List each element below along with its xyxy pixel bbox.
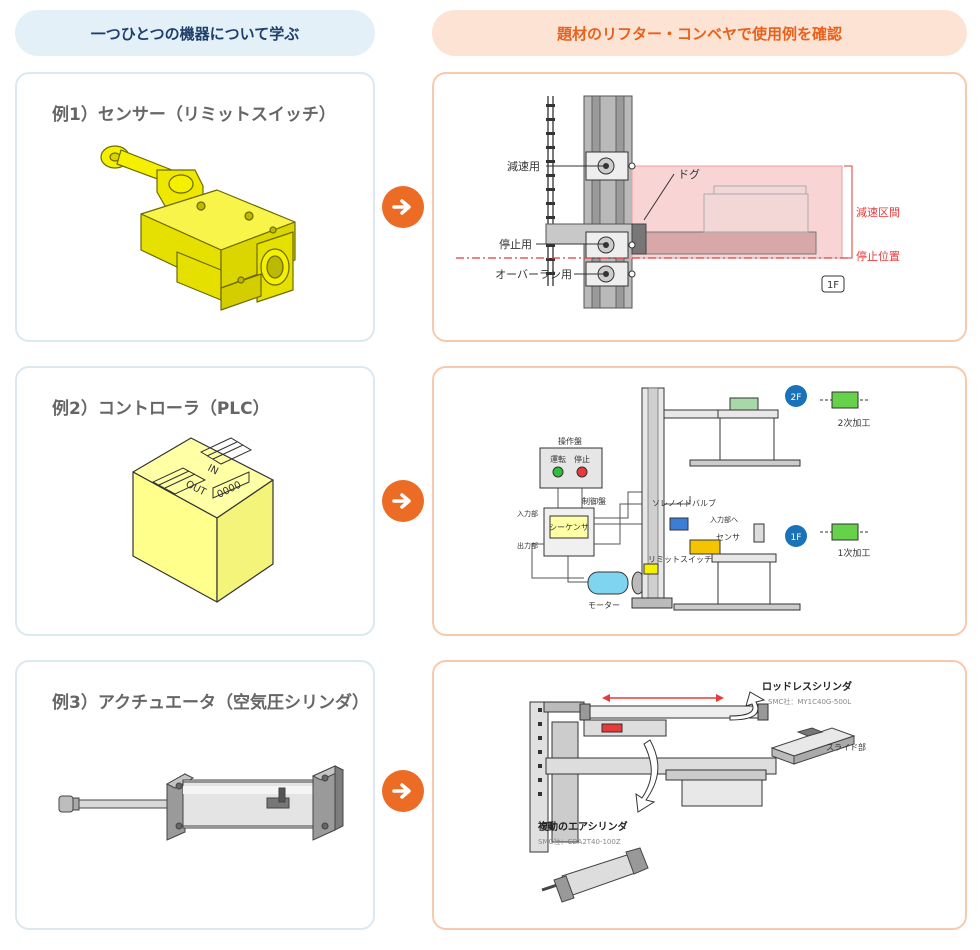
actuator-usage-diagram: ロッドレスシリンダ SMC社：MY1C40G-500L スライド部 複動のエアシ… — [529, 680, 866, 903]
run-button-icon — [552, 466, 564, 478]
double-acting-label: 複動のエアシリンダ — [537, 820, 628, 833]
arrow-right-icon-3 — [382, 770, 424, 812]
floor-label: 1F — [827, 280, 839, 291]
solenoid-valve-icon — [669, 517, 689, 531]
label-decel: 減速用 — [507, 159, 540, 173]
header-check-usage-label: 題材のリフター・コンベヤで使用例を確認 — [556, 24, 842, 43]
rodless-label: ロッドレスシリンダ — [762, 680, 852, 693]
process1-label: 1次加工 — [838, 547, 871, 559]
arrow-right-icon-2 — [382, 480, 424, 522]
floor2-badge — [785, 385, 807, 407]
header-check-usage: 題材のリフター・コンベヤで使用例を確認 — [432, 10, 967, 56]
motor-label: モーター — [588, 601, 620, 610]
dog-label: ドグ — [678, 167, 700, 181]
sequencer-label: シーケンサ — [549, 523, 589, 532]
double-acting-cylinder-product — [541, 847, 649, 903]
work-piece-2-icon — [831, 391, 859, 409]
process2-label: 2次加工 — [838, 417, 871, 429]
label-stop: 停止用 — [499, 237, 532, 251]
sensor-icon — [753, 523, 765, 543]
plc-block-illustration: IN OUT 0000 — [132, 437, 274, 603]
usage2-card: 操作盤 運転 停止 制御盤 シーケンサ 入力部 出力部 モーター — [432, 366, 967, 636]
double-acting-model-label: SMC社：CDA2T40-100Z — [538, 837, 621, 846]
op-panel-label: 操作盤 — [558, 436, 582, 446]
plc-in-label: IN — [206, 463, 220, 478]
arrow-right-icon-1 — [382, 186, 424, 228]
floor1-label: 1F — [791, 533, 802, 543]
limit-switch-illustration — [100, 145, 296, 311]
lifter-sensor-diagram: ドグ 減速用 停止用 オーバーラン用 減速区間 — [456, 95, 900, 309]
floor1-badge — [785, 525, 807, 547]
header-learn-devices-label: 一つひとつの機器について学ぶ — [90, 24, 300, 43]
floor2-label: 2F — [791, 393, 802, 403]
stop-label: 停止 — [574, 454, 590, 464]
air-cylinder-illustration — [58, 765, 345, 841]
example3-title: 例3）アクチュエータ（空気圧シリンダ） — [52, 693, 369, 713]
input-to-label: 入力部へ — [710, 515, 738, 524]
stop-button-icon — [576, 466, 588, 478]
work-piece-1-icon — [831, 523, 859, 541]
rodless-cylinder-product — [770, 727, 856, 765]
example3-card: 例3）アクチュエータ（空気圧シリンダ） — [15, 660, 375, 930]
usage1-card: ドグ 減速用 停止用 オーバーラン用 減速区間 — [432, 72, 967, 342]
example2-card: 例2）コントローラ（PLC） IN OUT 0000 — [15, 366, 375, 636]
usage3-card: ロッドレスシリンダ SMC社：MY1C40G-500L スライド部 複動のエアシ… — [432, 660, 967, 930]
solenoid-label: ソレノイドバルブ — [652, 498, 716, 508]
example1-card: 例1）センサー（リミットスイッチ） — [15, 72, 375, 342]
slide-label: スライド部 — [826, 742, 866, 752]
stop-position-label: 停止位置 — [856, 249, 900, 263]
zone-label: 減速区間 — [856, 205, 900, 219]
sensor-overrun — [585, 261, 636, 287]
output-label: 出力部 — [517, 541, 538, 550]
run-label: 運転 — [550, 455, 566, 464]
limit-switch-label: リミットスイッチ — [648, 555, 712, 564]
limit-switch-icon — [643, 563, 659, 575]
control-panel-label: 制御盤 — [582, 496, 606, 506]
rodless-model-label: SMC社：MY1C40G-500L — [768, 697, 851, 706]
label-overrun: オーバーラン用 — [495, 268, 572, 281]
input-label: 入力部 — [517, 509, 538, 518]
sensor-label: センサ — [716, 533, 740, 542]
plc-system-diagram: 操作盤 運転 停止 制御盤 シーケンサ 入力部 出力部 モーター — [517, 385, 871, 611]
air-cylinder-icon — [689, 539, 721, 555]
sensor-stop — [585, 231, 636, 259]
example1-title: 例1）センサー（リミットスイッチ） — [52, 105, 336, 125]
header-learn-devices: 一つひとつの機器について学ぶ — [15, 10, 375, 56]
example2-title: 例2）コントローラ（PLC） — [52, 399, 270, 419]
